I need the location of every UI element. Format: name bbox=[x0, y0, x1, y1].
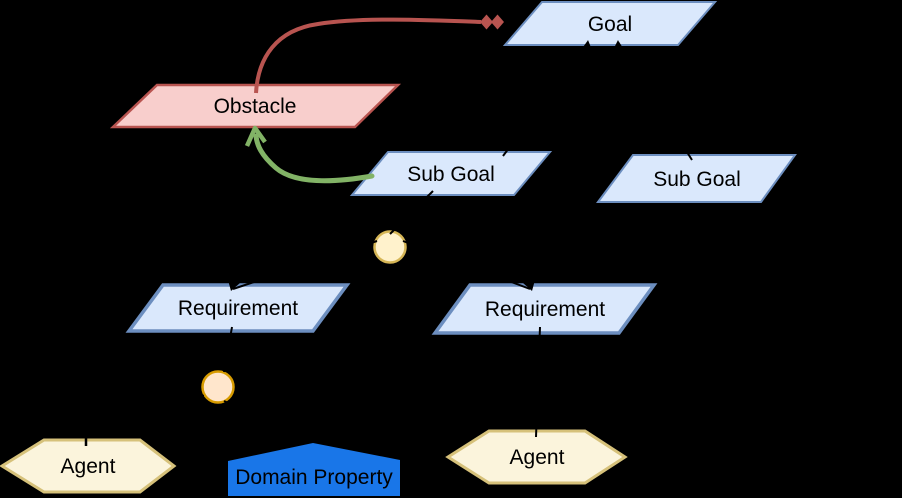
obstruction-curve[interactable] bbox=[254, 17, 482, 94]
resolution-arrow[interactable] bbox=[244, 125, 375, 184]
requirement-left-node[interactable]: Requirement bbox=[125, 283, 351, 333]
requirement-left-parallelogram[interactable] bbox=[125, 283, 351, 333]
resolution-curve[interactable] bbox=[253, 133, 375, 184]
edge-subgoal-left-to-goal-arrowhead-icon bbox=[583, 40, 592, 50]
edge-requirement-right-to-agent-right[interactable] bbox=[535, 326, 541, 438]
edge-junction-lower-to-domain-property[interactable] bbox=[223, 400, 310, 442]
agent-left-label: Agent bbox=[61, 455, 116, 478]
refinement-edges[interactable] bbox=[84, 40, 693, 446]
requirement-left-label: Requirement bbox=[178, 297, 298, 320]
goal-label: Goal bbox=[588, 13, 632, 36]
subgoal-right-parallelogram[interactable] bbox=[596, 154, 797, 203]
obstruction-diamond-icon bbox=[480, 14, 493, 30]
obstruction-arrow[interactable] bbox=[254, 14, 504, 94]
domain-property-pentagon[interactable] bbox=[228, 443, 400, 496]
edge-junction-to-requirement-left[interactable] bbox=[232, 240, 378, 290]
agent-left-hexagon[interactable] bbox=[0, 438, 177, 494]
subgoal-right-label: Sub Goal bbox=[653, 168, 741, 191]
edge-subgoal-right-to-goal-arrowhead-icon bbox=[613, 40, 622, 50]
subgoal-left-parallelogram[interactable] bbox=[349, 151, 553, 196]
edge-subgoal-right-to-goal[interactable] bbox=[617, 41, 693, 161]
agent-right-label: Agent bbox=[510, 446, 565, 469]
requirement-right-parallelogram[interactable] bbox=[431, 283, 658, 335]
resolution-arrowhead-icon bbox=[244, 125, 267, 147]
obstacle-label: Obstacle bbox=[214, 95, 297, 118]
edge-requirement-right-arrowhead-icon bbox=[523, 280, 535, 291]
obstacle-parallelogram[interactable] bbox=[109, 83, 402, 129]
obstacle-node[interactable]: Obstacle bbox=[109, 83, 402, 129]
requirement-right-node[interactable]: Requirement bbox=[431, 283, 658, 335]
edge-junction-lower-to-agent-left[interactable] bbox=[84, 394, 204, 446]
edge-subgoal-left-to-junction[interactable] bbox=[389, 190, 434, 235]
edge-requirement-left-arrowhead-icon bbox=[228, 280, 240, 291]
junction-lower-circle[interactable] bbox=[201, 370, 235, 404]
domain-property-label: Domain Property bbox=[235, 466, 393, 489]
edge-requirement-left-to-junction-lower[interactable] bbox=[223, 326, 233, 373]
agent-left-node[interactable]: Agent bbox=[0, 438, 177, 494]
subgoal-left-label: Sub Goal bbox=[407, 163, 495, 186]
edge-junction-to-requirement-right[interactable] bbox=[402, 240, 531, 290]
subgoal-left-node[interactable]: Sub Goal bbox=[349, 151, 553, 196]
domain-property-node[interactable]: Domain Property bbox=[228, 443, 400, 496]
obstruction-diamond2-icon bbox=[491, 14, 504, 30]
edge-subgoal-left-to-goal[interactable] bbox=[502, 41, 589, 157]
agent-right-hexagon[interactable] bbox=[445, 429, 628, 485]
junction-upper-circle[interactable] bbox=[373, 230, 407, 264]
goal-node[interactable]: Goal bbox=[502, 0, 718, 46]
subgoal-right-node[interactable]: Sub Goal bbox=[596, 154, 797, 203]
agent-right-node[interactable]: Agent bbox=[445, 429, 628, 485]
requirement-right-label: Requirement bbox=[485, 298, 605, 321]
